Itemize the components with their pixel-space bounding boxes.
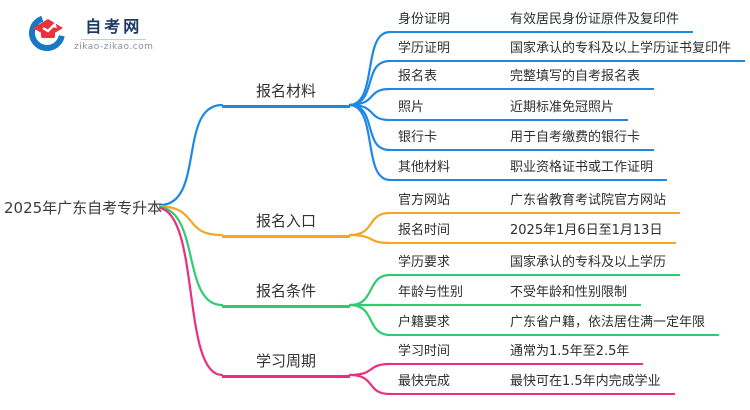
- branch-line-duration: [158, 206, 224, 377]
- branch-node-duration: 学习周期: [222, 349, 350, 378]
- leaf-key: 报名表: [398, 69, 438, 84]
- leaf-row-residency: 户籍要求 广东省户籍，依法居住满一定年限: [390, 310, 720, 336]
- leaf-value: 完整填写的自考报名表: [510, 69, 641, 84]
- leaf-value: 用于自考缴费的银行卡: [510, 130, 641, 145]
- leaf-key: 身份证明: [398, 12, 451, 27]
- leaf-key: 照片: [398, 100, 425, 115]
- leaf-row-age-gender: 年龄与性别 不受年龄和性别限制: [390, 280, 642, 306]
- leaf-value: 近期标准免冠照片: [510, 100, 615, 115]
- leaf-row-form: 报名表 完整填写的自考报名表: [390, 64, 655, 90]
- branch-line-criteria: [158, 205, 224, 307]
- leaf-row-edu-proof: 学历证明 国家承认的专科及以上学历证书复印件: [390, 36, 746, 62]
- leaf-row-edu-req: 学历要求 国家承认的专科及以上学历: [390, 250, 681, 276]
- leaf-value: 通常为1.5年至2.5年: [510, 344, 630, 359]
- leaf-row-study-time: 学习时间 通常为1.5年至2.5年: [390, 339, 644, 365]
- leaf-value: 最快可在1.5年内完成学业: [510, 374, 661, 389]
- leaf-key: 最快完成: [398, 374, 451, 389]
- site-logo: 自考网 zikao-zikao.com: [28, 12, 153, 52]
- leaf-row-other: 其他材料 职业资格证书或工作证明: [390, 155, 668, 181]
- leaf-value: 不受年龄和性别限制: [510, 285, 628, 300]
- branch-node-portal: 报名入口: [222, 209, 350, 238]
- leaf-row-reg-time: 报名时间 2025年1月6日至1月13日: [390, 218, 677, 244]
- branch-node-criteria: 报名条件: [222, 279, 350, 308]
- leaf-row-bankcard: 银行卡 用于自考缴费的银行卡: [390, 125, 655, 151]
- leaf-value: 2025年1月6日至1月13日: [510, 223, 663, 238]
- leaf-key: 学历证明: [398, 41, 451, 56]
- leaf-value: 有效居民身份证原件及复印件: [510, 12, 680, 27]
- leaf-key: 学历要求: [398, 255, 451, 270]
- logo-domain: zikao-zikao.com: [74, 41, 154, 52]
- leaf-row-fastest: 最快完成 最快可在1.5年内完成学业: [390, 369, 675, 395]
- leaf-key: 银行卡: [398, 130, 438, 145]
- branch-line-materials: [158, 103, 224, 207]
- leaf-value: 职业资格证书或工作证明: [510, 160, 654, 175]
- leaf-value: 广东省教育考试院官方网站: [510, 193, 667, 208]
- leaf-key: 报名时间: [398, 223, 451, 238]
- leaf-value: 国家承认的专科及以上学历: [510, 255, 667, 270]
- leaf-key: 年龄与性别: [398, 285, 464, 300]
- leaf-row-website: 官方网站 广东省教育考试院官方网站: [390, 188, 681, 214]
- leaf-value: 广东省户籍，依法居住满一定年限: [510, 315, 706, 330]
- leaf-key: 学习时间: [398, 344, 451, 359]
- logo-title: 自考网: [81, 13, 147, 40]
- leaf-key: 户籍要求: [398, 315, 451, 330]
- root-node: 2025年广东自考专升本: [4, 199, 163, 217]
- leaf-value: 国家承认的专科及以上学历证书复印件: [510, 41, 732, 56]
- branch-line-portal: [158, 204, 224, 237]
- leaf-key: 官方网站: [398, 193, 451, 208]
- branch-node-materials: 报名材料: [222, 79, 350, 108]
- leaf-key: 其他材料: [398, 160, 451, 175]
- graduation-cap-icon: [29, 15, 65, 51]
- leaf-row-id-proof: 身份证明 有效居民身份证原件及复印件: [390, 7, 694, 33]
- leaf-row-photo: 照片 近期标准免冠照片: [390, 95, 629, 121]
